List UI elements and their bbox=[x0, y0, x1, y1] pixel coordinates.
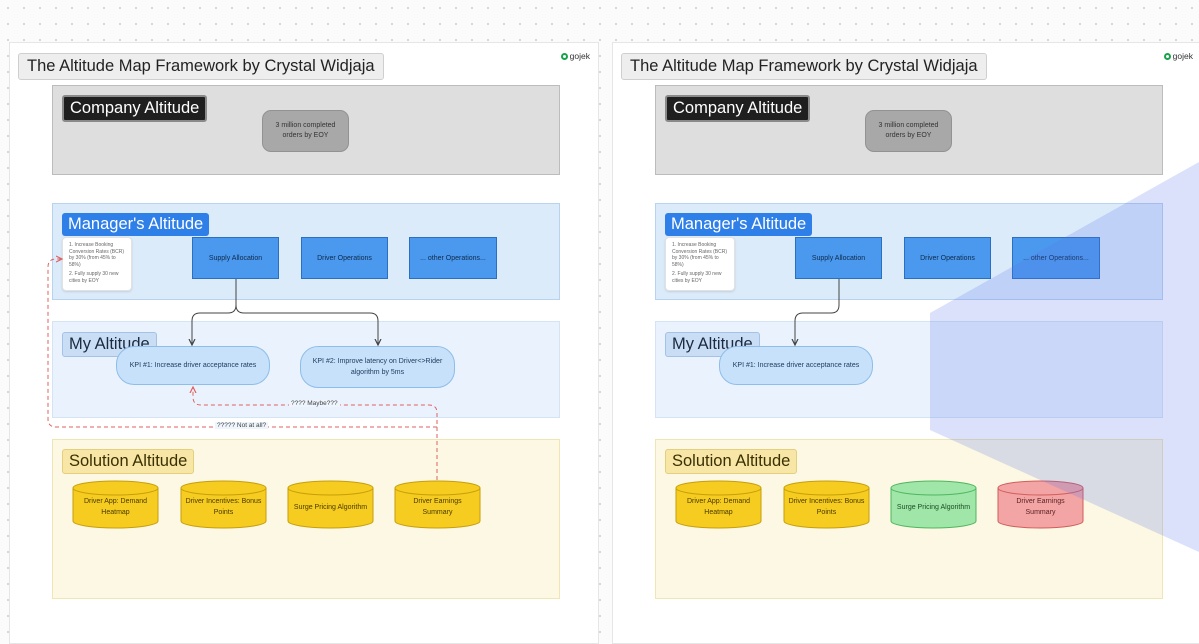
connectors-layer bbox=[47, 43, 438, 480]
gojek-logo: gojek bbox=[560, 51, 590, 61]
solution-cylinder-green[interactable]: Surge Pricing Algorithm bbox=[890, 480, 977, 529]
solution-text: Driver Incentives: Bonus Points bbox=[788, 498, 865, 516]
altitude-board-left: The Altitude Map Framework by Crystal Wi… bbox=[9, 42, 599, 644]
connector-supply-to-kpi2 bbox=[235, 304, 378, 345]
solution-cylinder[interactable]: Surge Pricing Algorithm bbox=[287, 480, 374, 529]
solution-text: Driver Earnings Summary bbox=[413, 498, 462, 516]
board-title: The Altitude Map Framework by Crystal Wi… bbox=[18, 53, 384, 80]
kpi-2[interactable]: KPI #2: Improve latency on Driver<>Rider… bbox=[300, 346, 455, 388]
solution-text: Driver Earnings Summary bbox=[1016, 498, 1065, 516]
connector-label-maybe[interactable]: ???? Maybe??? bbox=[289, 400, 340, 407]
my-altitude-label[interactable]: My Altitude bbox=[665, 332, 760, 357]
manager-altitude-label[interactable]: Manager's Altitude bbox=[665, 213, 813, 236]
connector-earnings-to-manager bbox=[47, 259, 437, 428]
operation-other[interactable]: ... other Operations... bbox=[1012, 237, 1100, 279]
manager-altitude-label[interactable]: Manager's Altitude bbox=[62, 213, 210, 236]
connector-earnings-to-kpi1 bbox=[193, 387, 438, 480]
connector-supply-to-kpi1 bbox=[795, 279, 840, 345]
operation-supply-allocation[interactable]: Supply Allocation bbox=[192, 237, 279, 279]
manager-goals-note[interactable]: 1. Increase Booking Conversion Rates (BC… bbox=[62, 237, 132, 291]
note-line: 2. Fully supply 30 new cities by EOY bbox=[69, 271, 119, 284]
company-altitude-label[interactable]: Company Altitude bbox=[665, 95, 811, 122]
solution-text: Driver Incentives: Bonus Points bbox=[185, 498, 262, 516]
solution-text: Surge Pricing Algorithm bbox=[293, 503, 368, 511]
company-altitude-label[interactable]: Company Altitude bbox=[62, 95, 208, 122]
logo-text: gojek bbox=[569, 51, 590, 61]
solution-cylinder[interactable]: Driver Earnings Summary bbox=[394, 480, 481, 529]
connector-supply-to-kpi1 bbox=[192, 279, 237, 345]
solution-text: Driver App: Demand Heatmap bbox=[83, 498, 148, 516]
company-goal[interactable]: 3 million completed orders by EOY bbox=[262, 110, 349, 152]
board-title: The Altitude Map Framework by Crystal Wi… bbox=[621, 53, 987, 80]
solution-cylinder[interactable]: Driver App: Demand Heatmap bbox=[675, 480, 762, 529]
kpi-1[interactable]: KPI #1: Increase driver acceptance rates bbox=[719, 346, 873, 385]
note-line: 1. Increase Booking Conversion Rates (BC… bbox=[672, 242, 728, 268]
connectors-layer bbox=[613, 279, 840, 643]
logo-text: gojek bbox=[1172, 51, 1193, 61]
solution-text: Surge Pricing Algorithm bbox=[896, 503, 971, 511]
solution-cylinder-red[interactable]: Driver Earnings Summary bbox=[997, 480, 1084, 529]
connector-label-not-at-all[interactable]: ????? Not at all? bbox=[215, 422, 269, 429]
gojek-logo: gojek bbox=[1163, 51, 1193, 61]
manager-goals-note[interactable]: 1. Increase Booking Conversion Rates (BC… bbox=[665, 237, 735, 291]
gojek-logo-icon bbox=[1163, 52, 1171, 60]
note-line: 1. Increase Booking Conversion Rates (BC… bbox=[69, 242, 125, 268]
solution-cylinder[interactable]: Driver Incentives: Bonus Points bbox=[180, 480, 267, 529]
note-line: 2. Fully supply 30 new cities by EOY bbox=[672, 271, 722, 284]
company-goal[interactable]: 3 million completed orders by EOY bbox=[865, 110, 952, 152]
operation-driver-operations[interactable]: Driver Operations bbox=[301, 237, 388, 279]
operation-other[interactable]: ... other Operations... bbox=[409, 237, 497, 279]
solution-altitude-label[interactable]: Solution Altitude bbox=[62, 449, 195, 474]
operation-supply-allocation[interactable]: Supply Allocation bbox=[795, 237, 882, 279]
solution-cylinder[interactable]: Driver Incentives: Bonus Points bbox=[783, 480, 870, 529]
altitude-board-right: The Altitude Map Framework by Crystal Wi… bbox=[612, 42, 1199, 644]
solution-text: Driver App: Demand Heatmap bbox=[686, 498, 751, 516]
kpi-1[interactable]: KPI #1: Increase driver acceptance rates bbox=[116, 346, 270, 385]
gojek-logo-icon bbox=[560, 52, 568, 60]
operation-driver-operations[interactable]: Driver Operations bbox=[904, 237, 991, 279]
solution-cylinder[interactable]: Driver App: Demand Heatmap bbox=[72, 480, 159, 529]
solution-altitude-label[interactable]: Solution Altitude bbox=[665, 449, 798, 474]
